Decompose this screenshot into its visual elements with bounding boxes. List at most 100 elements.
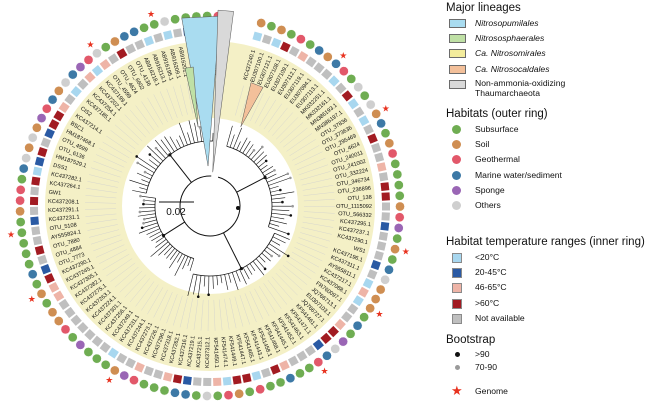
habitat-marker	[21, 153, 31, 163]
temperature-marker	[260, 367, 272, 378]
habitat-marker	[180, 389, 191, 400]
legend-temperature: Habitat temperature ranges (inner ring) …	[446, 236, 646, 326]
temperature-marker	[376, 162, 387, 172]
leader-line	[173, 86, 183, 117]
temperature-marker	[44, 128, 55, 139]
tip-label: KC437291.1	[48, 207, 79, 214]
tip-branch	[193, 274, 198, 295]
tip-branch	[141, 179, 150, 183]
tip-branch	[220, 275, 223, 284]
temperature-marker	[366, 269, 378, 280]
clade-branch	[223, 232, 242, 269]
leader-line	[95, 244, 125, 258]
tip-branch	[255, 258, 266, 270]
temperature-marker	[163, 30, 173, 40]
leader-line	[85, 202, 117, 204]
tip-branch	[187, 132, 192, 144]
habitat-marker	[266, 21, 277, 32]
leader-line	[254, 96, 270, 124]
temperature-marker	[358, 115, 370, 127]
temperature-marker	[84, 71, 96, 83]
tip-branch	[253, 151, 265, 163]
temperature-marker	[48, 281, 60, 293]
temperature-marker	[125, 357, 136, 369]
tip-branch	[226, 125, 233, 147]
habitat-marker	[170, 14, 180, 25]
bootstrap-node	[279, 188, 282, 192]
temperature-marker	[99, 341, 111, 353]
clade-branch	[169, 154, 192, 183]
habitat-marker	[18, 163, 29, 174]
lt20-swatch	[452, 253, 462, 263]
habitat-marker	[365, 99, 376, 110]
bootstrap-mid-dot	[455, 365, 460, 370]
leader-line	[302, 221, 334, 228]
temperature-marker	[296, 350, 308, 362]
temperature-marker	[271, 37, 282, 49]
temperature-marker	[30, 186, 39, 196]
tip-branch	[270, 189, 281, 193]
habitat-marker	[191, 390, 202, 401]
habitat-marker	[256, 18, 267, 28]
habitat-marker	[36, 113, 47, 123]
tip-label: OTU_346734	[336, 177, 370, 188]
temperature-marker	[279, 360, 290, 371]
temperature-marker	[280, 41, 291, 53]
leader-line	[250, 92, 264, 122]
tip-branch	[264, 169, 275, 177]
habitat-marker	[296, 34, 306, 45]
habitat-marker	[371, 109, 382, 119]
tip-branch	[137, 162, 155, 173]
bootstrap-node	[236, 206, 240, 210]
leader-line	[141, 284, 159, 311]
temperature-marker	[376, 241, 387, 251]
habitat-marker	[41, 103, 52, 114]
leader-line	[135, 281, 155, 307]
temperature-marker	[341, 311, 353, 323]
leader-line	[294, 151, 323, 166]
habitat-marker	[17, 174, 27, 185]
habitat-marker	[331, 58, 341, 69]
temperature-marker	[64, 306, 76, 319]
legend-label: Subsurface	[475, 124, 519, 134]
legend-item-geothermal: Geothermal	[446, 152, 646, 167]
leader-line	[124, 114, 147, 138]
temperature-marker	[341, 90, 353, 102]
temperature-marker	[288, 46, 300, 57]
temperature-marker	[305, 56, 317, 68]
habitat-marker	[15, 184, 26, 195]
non-aoa-wedge	[212, 9, 234, 173]
leader-line	[99, 147, 127, 163]
habitat-marker	[265, 381, 276, 391]
temperature-marker	[172, 374, 183, 384]
temperature-marker	[373, 250, 384, 261]
bootstrap-node	[273, 168, 276, 172]
geothermal-swatch	[452, 155, 461, 165]
leader-line	[291, 251, 320, 268]
bootstrap-node	[239, 266, 243, 271]
habitat-marker	[276, 25, 287, 35]
bootstrap-node	[264, 159, 268, 163]
habitat-marker	[339, 66, 349, 77]
habitat-marker	[149, 382, 159, 393]
nitrosocaldales-swatch	[449, 64, 466, 74]
legend-item-marine: Marine water/sediment	[446, 168, 646, 183]
legend-item-sponge: Sponge	[446, 183, 646, 198]
leader-line	[129, 278, 150, 303]
leader-line	[90, 167, 121, 178]
habitat-marker	[119, 31, 130, 42]
tip-branch	[158, 243, 171, 256]
tip-label: KC437231.1	[48, 215, 80, 224]
temperature-marker	[381, 212, 390, 221]
legend-label: Not available	[475, 312, 525, 323]
leader-line	[129, 109, 151, 134]
leader-line	[298, 164, 329, 176]
star-icon: ★	[382, 105, 390, 115]
nitrososphaerales-wedge	[184, 66, 199, 127]
tip-branch	[176, 139, 181, 149]
tip-branch	[139, 210, 156, 213]
tip-branch	[258, 160, 267, 168]
tip-branch	[239, 269, 247, 285]
temperature-marker	[380, 221, 390, 231]
habitat-marker	[380, 274, 390, 285]
